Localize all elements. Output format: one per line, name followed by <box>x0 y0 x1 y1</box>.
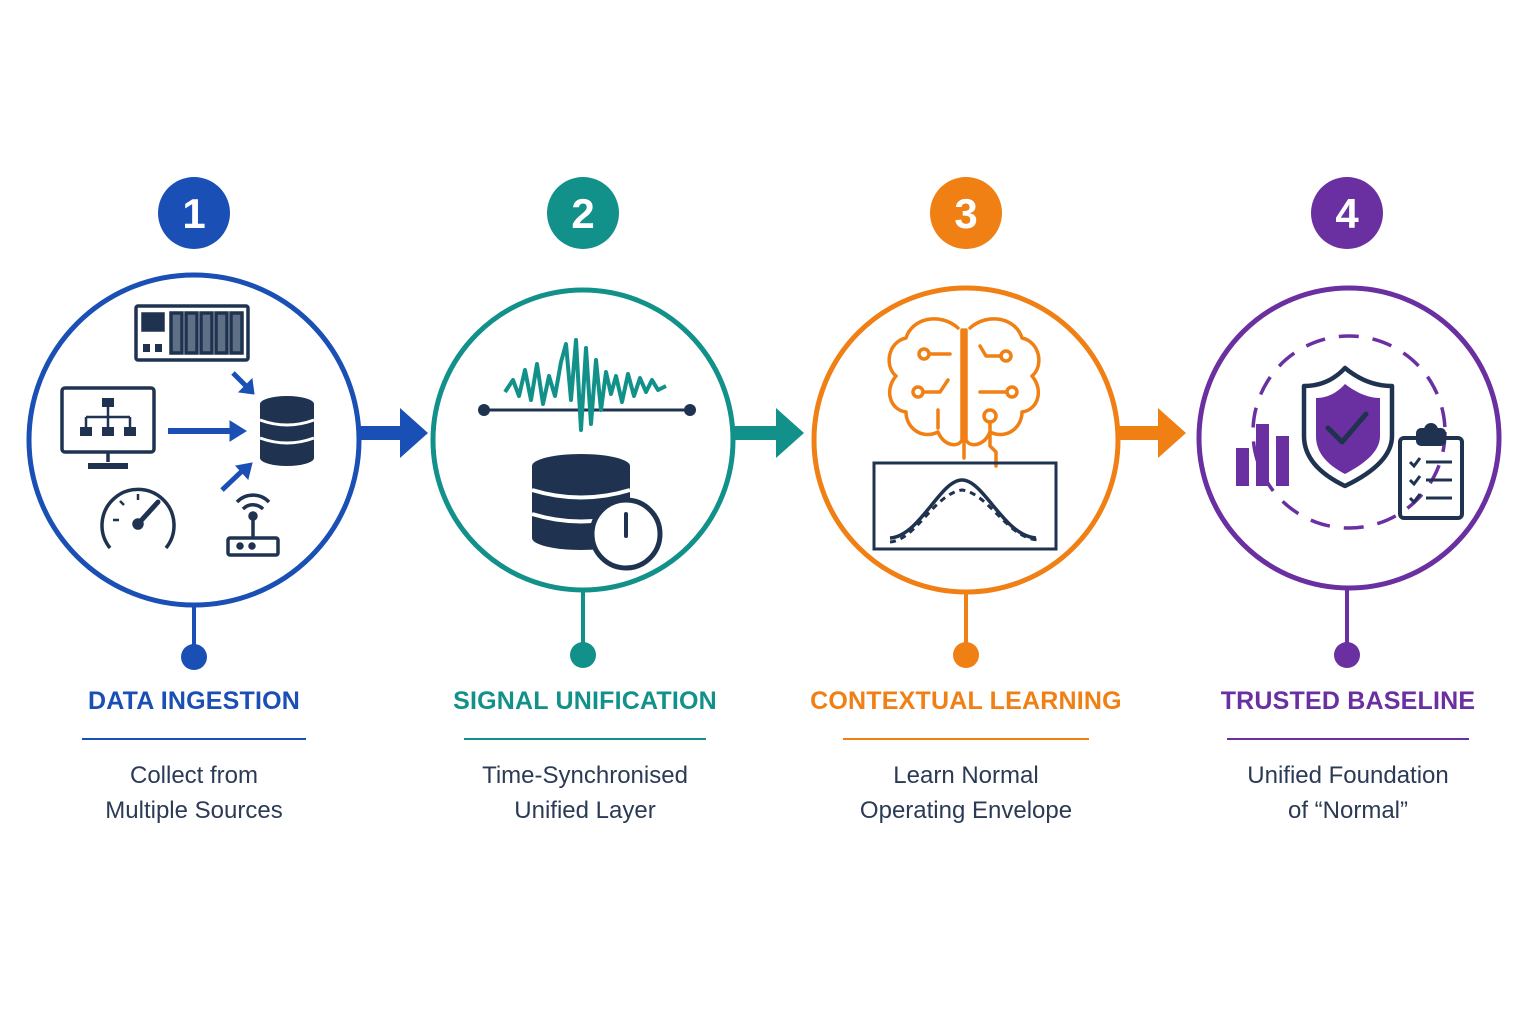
flow-arrow-2 <box>734 408 804 458</box>
monitor-network-icon <box>60 386 156 469</box>
flow-arrow-1 <box>358 408 428 458</box>
step-4-dot <box>1334 642 1360 668</box>
step-1-desc-line1: Collect from <box>129 762 259 789</box>
ingestion-arrow-icons <box>168 371 255 492</box>
step-3-description: Learn Normal Operating Envelope <box>806 758 1126 828</box>
step-3-label: CONTEXTUAL LEARNING Learn Normal Operati… <box>806 686 1126 828</box>
step-3-divider <box>843 738 1089 740</box>
step-2-divider <box>464 738 706 740</box>
step-1-divider <box>82 738 306 740</box>
step-4-divider <box>1227 738 1469 740</box>
step-2: 2 <box>430 177 736 668</box>
waveform-icon <box>478 338 696 432</box>
step-4-desc-line1: Unified Foundation <box>1247 762 1449 789</box>
step-2-title: SIGNAL UNIFICATION <box>453 687 717 715</box>
clock-icon <box>589 497 663 571</box>
brain-circuit-icon <box>887 317 1041 468</box>
step-2-desc-line1: Time-Synchronised <box>482 762 688 789</box>
step-1-number-badge <box>158 177 230 249</box>
step-2-number-badge <box>547 177 619 249</box>
step-4-label: TRUSTED BASELINE Unified Foundation of “… <box>1188 686 1508 828</box>
step-2-dot <box>570 642 596 668</box>
step-1-label: DATA INGESTION Collect from Multiple Sou… <box>34 686 354 828</box>
step-4-description: Unified Foundation of “Normal” <box>1188 758 1508 828</box>
step-2-label: SIGNAL UNIFICATION Time-Synchronised Uni… <box>425 686 745 828</box>
step-4-title: TRUSTED BASELINE <box>1220 687 1476 715</box>
step-3-number: 3 <box>954 190 977 237</box>
step-3: 3 <box>811 177 1121 668</box>
step-3-title: CONTEXTUAL LEARNING <box>810 687 1122 715</box>
step-3-desc-line2: Operating Envelope <box>859 797 1073 824</box>
step-3-desc-line1: Learn Normal <box>893 762 1039 789</box>
router-wifi-icon <box>226 493 280 557</box>
step-1-number: 1 <box>182 190 205 237</box>
step-3-number-badge <box>930 177 1002 249</box>
step-1-dot <box>181 644 207 670</box>
shield-check-icon <box>1301 365 1395 489</box>
bell-curve-chart-icon <box>872 461 1058 551</box>
step-1: 1 <box>26 177 362 670</box>
step-1-title: DATA INGESTION <box>87 687 301 715</box>
flow-arrow-3 <box>1116 408 1186 458</box>
step-4: 4 <box>1196 177 1502 668</box>
step-4-number-badge <box>1311 177 1383 249</box>
step-4-desc-line2: of “Normal” <box>1287 797 1408 824</box>
step-3-dot <box>953 642 979 668</box>
step-1-description: Collect from Multiple Sources <box>34 758 354 828</box>
step-2-number: 2 <box>571 190 594 237</box>
step-1-desc-line2: Multiple Sources <box>105 797 283 824</box>
step-4-number: 4 <box>1335 190 1359 237</box>
bar-chart-icon <box>1236 424 1289 486</box>
clipboard-checklist-icon <box>1398 423 1464 520</box>
gauge-icon <box>100 487 176 550</box>
step-2-desc-line2: Unified Layer <box>514 797 656 824</box>
server-rack-icon <box>134 304 250 362</box>
database-icon <box>259 396 315 466</box>
step-2-description: Time-Synchronised Unified Layer <box>425 758 745 828</box>
